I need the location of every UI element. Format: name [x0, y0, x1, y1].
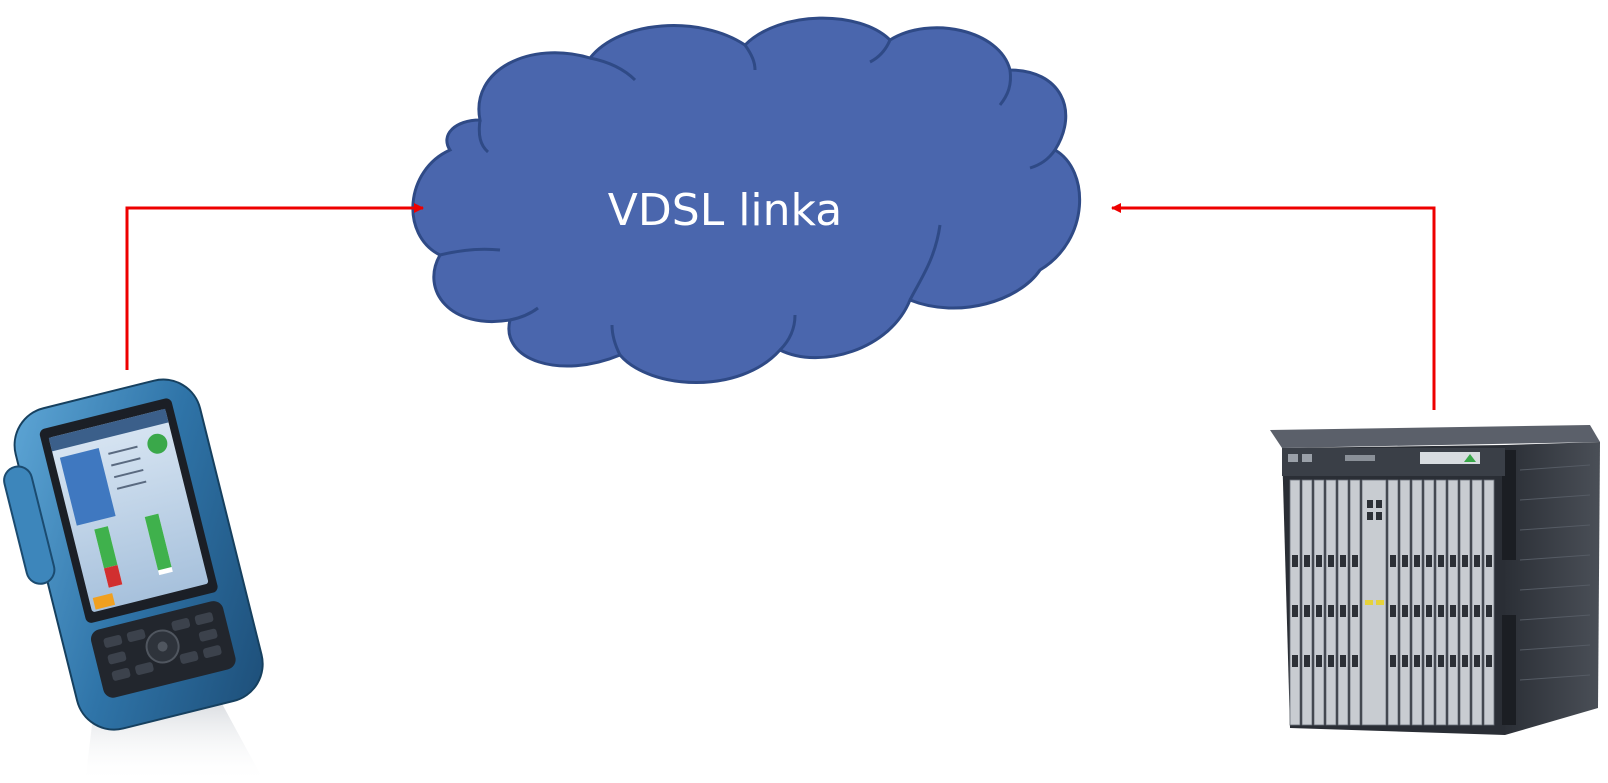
connection-dslam-to-cloud: [1111, 203, 1436, 410]
handheld-vdsl-tester-icon: [3, 378, 265, 783]
cloud-label: VDSL linka: [608, 185, 842, 236]
vdsl-cloud: VDSL linka: [411, 16, 1082, 384]
connection-tester-to-cloud: [125, 203, 424, 370]
dslam-chassis-icon: [1270, 425, 1600, 735]
